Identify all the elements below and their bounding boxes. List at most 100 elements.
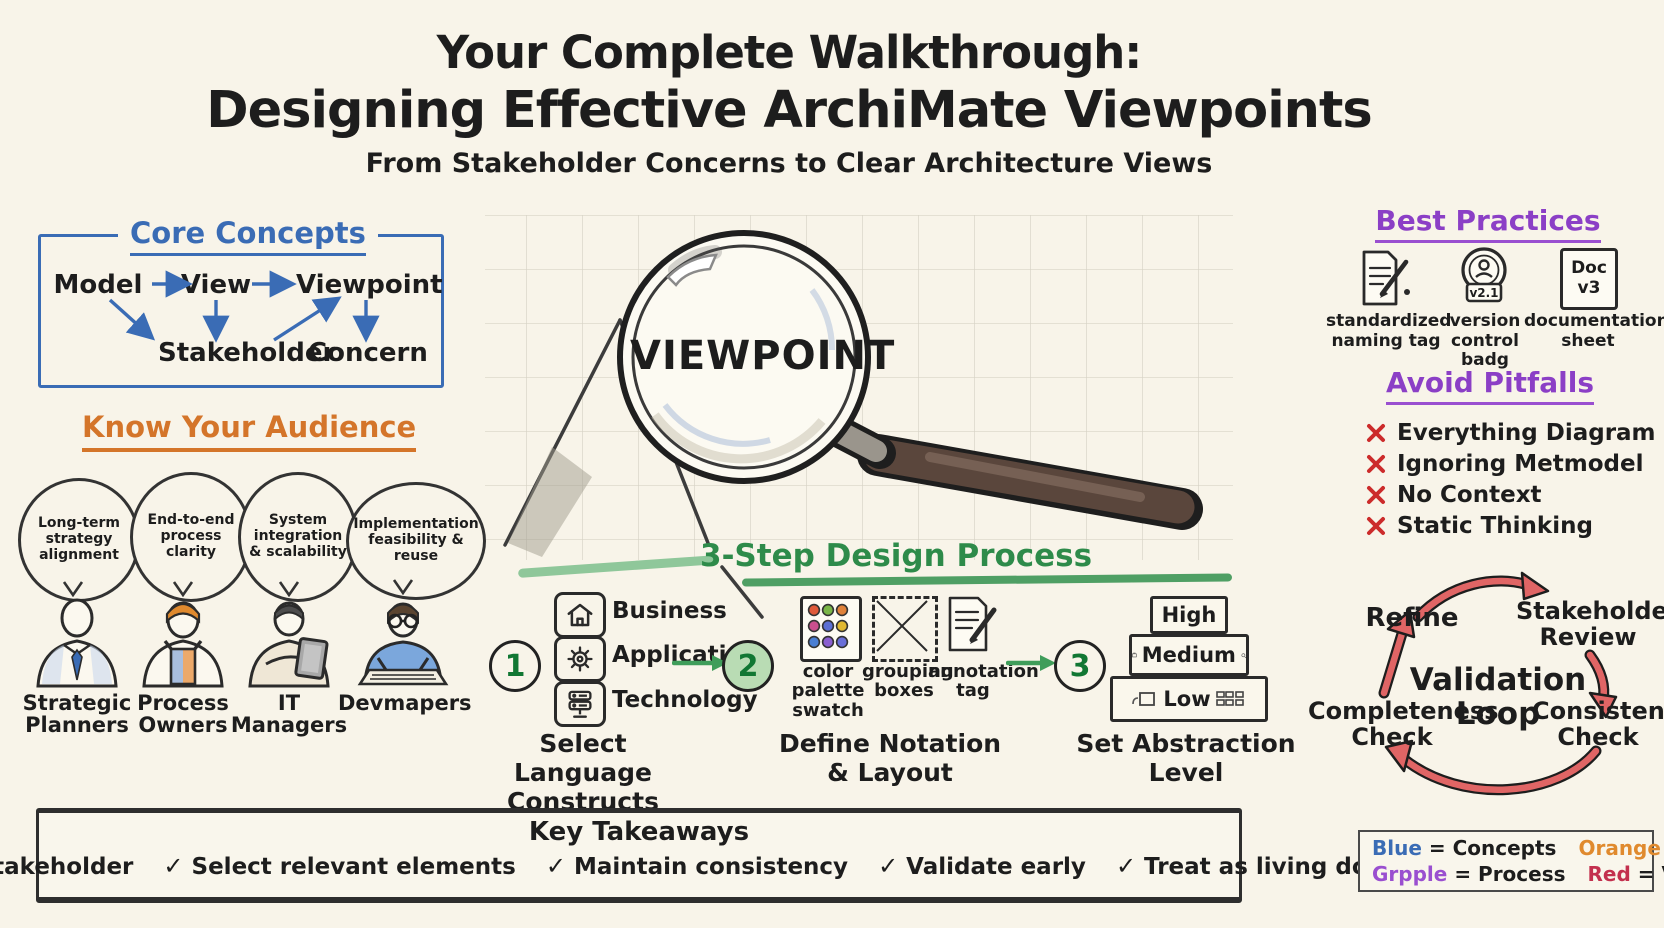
persona-label-it: IT Managers <box>230 691 348 738</box>
documentation-caption: documentation sheet <box>1524 311 1664 351</box>
concept-concern: Concern <box>308 338 428 368</box>
page-title-line1: Your Complete Walkthrough: <box>436 26 1143 79</box>
best-practices-heading-wrap: Best Practices <box>1338 204 1638 243</box>
bubble-strategic: Long-term strategy alignment <box>18 478 140 602</box>
pitfall-text: Everything Diagram <box>1397 420 1656 446</box>
persona-label-strategic: Strategic Planners <box>22 691 132 738</box>
gear-icon <box>567 646 593 672</box>
server-icon <box>568 690 592 718</box>
pitfall-item: Static Thinking <box>1366 511 1656 541</box>
business-label: Business <box>612 598 727 624</box>
core-concepts-arrows <box>108 270 380 343</box>
step-3-number: 3 <box>1069 648 1091 684</box>
x-icon <box>1367 486 1385 504</box>
page-title-line2: Designing Effective ArchiMate Viewpoints <box>206 81 1372 140</box>
takeaway-item: ✓ Validate early <box>878 852 1086 880</box>
version-badge-text: v2.1 <box>1469 286 1498 300</box>
takeaway-item: ✓ Start with stakeholder <box>0 852 133 880</box>
validation-center-line1: Validation <box>1409 662 1587 698</box>
bubble-dev-text: Implementation feasibility & reuse <box>353 516 479 564</box>
legend-row-1: Blue = Concepts Orange = Audience <box>1372 836 1661 860</box>
validation-node-completeness: Completeness Check <box>1308 697 1499 752</box>
pitfalls-list: Everything Diagram Ignoring Metmodel No … <box>1366 418 1656 541</box>
bubble-it-text: System integration & scalability <box>249 512 347 560</box>
doc-v3-icon: Doc v3 <box>1560 248 1618 310</box>
best-practices-heading: Best Practices <box>1375 204 1601 243</box>
strategic-planner-icon <box>36 598 118 688</box>
pitfalls-heading-wrap: Avoid Pitfalls <box>1340 366 1640 405</box>
takeaway-text: Maintain consistency <box>573 854 849 880</box>
naming-tag-caption: standardized naming tag <box>1326 311 1452 351</box>
developer-icon <box>357 602 449 686</box>
grouping-boxes-icon <box>872 596 938 662</box>
grouping-caption: grouping boxes <box>862 661 954 702</box>
core-concepts-heading: Core Concepts <box>118 216 378 256</box>
step-1-caption: Select Language Constructs <box>507 729 659 816</box>
version-badge-icon: v2.1 <box>1461 247 1507 303</box>
sketch-shading <box>508 447 592 557</box>
legend-entry-audience: Orange = Audience <box>1578 836 1664 860</box>
house-icon <box>567 603 593 627</box>
step-2-caption: Define Notation & Layout <box>778 729 1002 787</box>
core-concepts-heading-text: Core Concepts <box>130 216 366 256</box>
legend-entry-process: Grpple = Process <box>1372 862 1566 886</box>
pitfall-item: Ignoring Metmodel <box>1366 449 1656 479</box>
bubble-process: End-to-end process clarity <box>130 472 252 602</box>
takeaway-text: Start with stakeholder <box>0 854 134 880</box>
annotation-tag-icon <box>944 594 1000 656</box>
abstraction-medium-box: Medium <box>1129 634 1249 676</box>
takeaway-item: ✓ Maintain consistency <box>546 852 848 880</box>
check-icon: ✓ <box>878 852 899 880</box>
sketch-grid <box>485 215 1233 560</box>
pencil-icon <box>969 607 997 644</box>
annotation-caption: annotation tag <box>928 661 1039 702</box>
audience-heading: Know Your Audience <box>82 410 417 452</box>
legend-value: = Process <box>1454 862 1566 886</box>
legend-entry-concepts: Blue = Concepts <box>1372 836 1556 860</box>
technology-label: Technology <box>612 687 758 713</box>
check-icon: ✓ <box>545 852 566 880</box>
legend-entry-validation: Red = Validation <box>1588 862 1664 886</box>
color-palette-icon <box>800 596 862 662</box>
persona-label-process: Process Owners <box>137 691 229 738</box>
validation-node-refine: Refine <box>1365 603 1459 633</box>
it-manager-icon <box>248 601 330 688</box>
process-arrow-1 <box>672 655 728 671</box>
magnifier-handle <box>816 412 1203 530</box>
legend-term: Red <box>1587 862 1631 886</box>
palette-caption: color palette swatch <box>791 661 865 721</box>
legend-term: Grpple <box>1372 862 1448 886</box>
persona-label-dev: Devmapers <box>338 691 472 715</box>
bubble-tail <box>62 581 84 597</box>
process-heading: 3-Step Design Process <box>700 538 1093 574</box>
key-takeaways-heading: Key Takeaways <box>528 817 750 847</box>
key-takeaways-banner: Key Takeaways ✓ Start with stakeholder ✓… <box>0 808 1465 903</box>
legend-term: Blue <box>1372 836 1422 860</box>
pitfall-text: Ignoring Metmodel <box>1397 451 1644 477</box>
legend-value: = Validation <box>1637 862 1664 886</box>
validation-center-line2: Loop <box>1455 696 1541 732</box>
pitfall-item: No Context <box>1366 480 1656 510</box>
magnifier-label: VIEWPOINT <box>630 333 896 379</box>
validation-loop-arrows <box>1378 571 1618 796</box>
x-icon <box>1367 517 1385 535</box>
takeaway-item: ✓ Select relevant elements <box>163 852 515 880</box>
legend-term: Orange <box>1578 836 1661 860</box>
x-icon <box>1367 424 1385 442</box>
bubble-tail <box>278 581 300 597</box>
validation-node-stakeholder-review: Stakeholder Review <box>1516 597 1664 652</box>
process-underline <box>741 573 1233 587</box>
legend-row-2: Grpple = Process Red = Validation <box>1372 862 1664 886</box>
step-1-circle: 1 <box>489 640 541 692</box>
process-arrow-2 <box>1006 655 1056 671</box>
version-badge-caption: version control badg <box>1449 311 1521 371</box>
low-deco-right-icon <box>1215 691 1244 706</box>
check-icon: ✓ <box>163 852 184 880</box>
abstraction-low-label: Low <box>1163 687 1211 711</box>
takeaway-text: Validate early <box>906 854 1086 880</box>
validation-node-consistency: Consistency Check <box>1532 697 1664 752</box>
bubble-strategic-text: Long-term strategy alignment <box>37 515 121 563</box>
business-layer-iconbox <box>554 592 606 638</box>
bubble-tail <box>172 581 194 597</box>
